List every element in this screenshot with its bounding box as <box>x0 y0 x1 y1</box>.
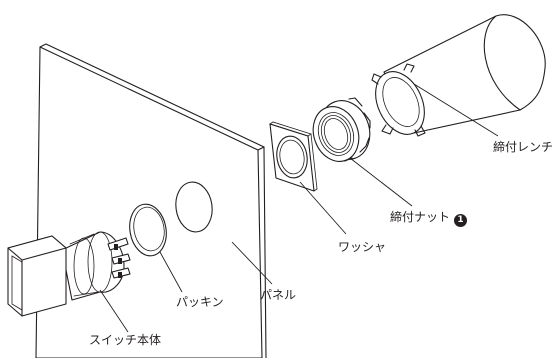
tightening-nut <box>312 97 371 162</box>
tightening-wrench <box>371 14 546 137</box>
leader-lines <box>99 83 499 333</box>
switch-body <box>7 231 131 317</box>
label-washer: ワッシャ <box>338 240 387 254</box>
label-gasket: パッキン <box>176 295 224 309</box>
label-nut-text: 締付ナット <box>390 210 451 224</box>
label-wrench: 締付レンチ <box>493 140 554 154</box>
label-switch-body: スイッチ本体 <box>89 333 162 347</box>
nut-number-badge: 1 <box>454 214 468 227</box>
panel <box>35 43 267 359</box>
label-panel: パネル <box>260 288 297 302</box>
panel-hole <box>175 181 213 233</box>
washer <box>269 121 318 192</box>
gasket <box>129 203 167 257</box>
